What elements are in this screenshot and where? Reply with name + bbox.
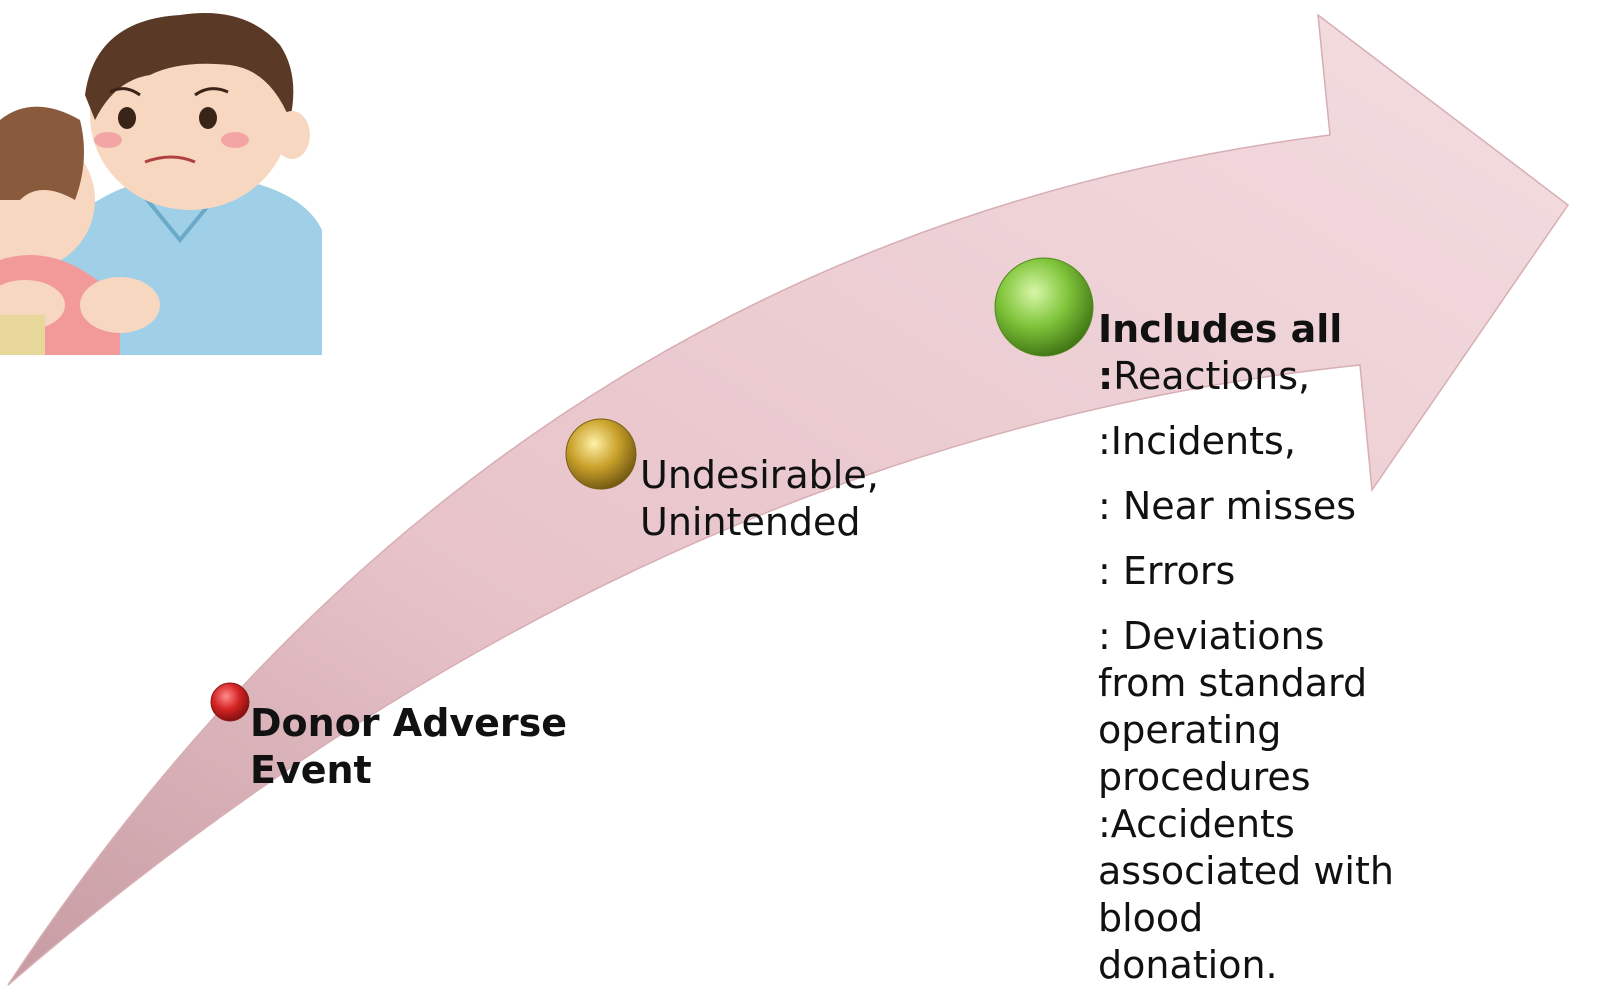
stage-3-heading: Includes all (1098, 307, 1343, 351)
stage-3-item-deviations-3: operating (1098, 708, 1282, 752)
stage-3-item-accidents-4: donation. (1098, 943, 1278, 987)
stage-3-item-accidents-2: associated with (1098, 849, 1394, 893)
stage-3-item-deviations: : Deviations (1098, 614, 1325, 658)
stage-3-item-near-misses: : Near misses (1098, 484, 1357, 528)
stage-3-item-errors: : Errors (1098, 549, 1236, 593)
gold-dot-icon (565, 418, 637, 490)
green-dot-icon (994, 257, 1094, 357)
stage-1-line-1: Donor Adverse (250, 701, 568, 745)
stage-2-label: Undesirable, Unintended (640, 452, 879, 546)
curved-arrow-shape (7, 13, 1570, 986)
stage-3-item-accidents-3: blood (1098, 896, 1204, 940)
stage-3-item-deviations-2: from standard (1098, 661, 1368, 705)
stage-3-item-reactions: :Reactions, (1098, 353, 1394, 400)
stage-3-item-incidents: :Incidents, (1098, 419, 1296, 463)
stage-3-heading-colon: : (1098, 354, 1114, 398)
stage-2-line-2: Unintended (640, 500, 861, 544)
red-dot-icon (210, 682, 250, 722)
stage-1-line-2: Event (250, 748, 372, 792)
stage-1-label: Donor Adverse Event (250, 700, 567, 794)
stage-2-line-1: Undesirable, (640, 453, 879, 497)
worried-caregiver-clipart (0, 0, 325, 365)
stage-3-item-deviations-4: procedures (1098, 755, 1311, 799)
stage-3-label: Includes all :Reactions, :Incidents, : N… (1098, 306, 1394, 989)
stage-3-item-accidents: :Accidents (1098, 802, 1295, 846)
stage-3-item-text: Reactions, (1113, 354, 1311, 398)
